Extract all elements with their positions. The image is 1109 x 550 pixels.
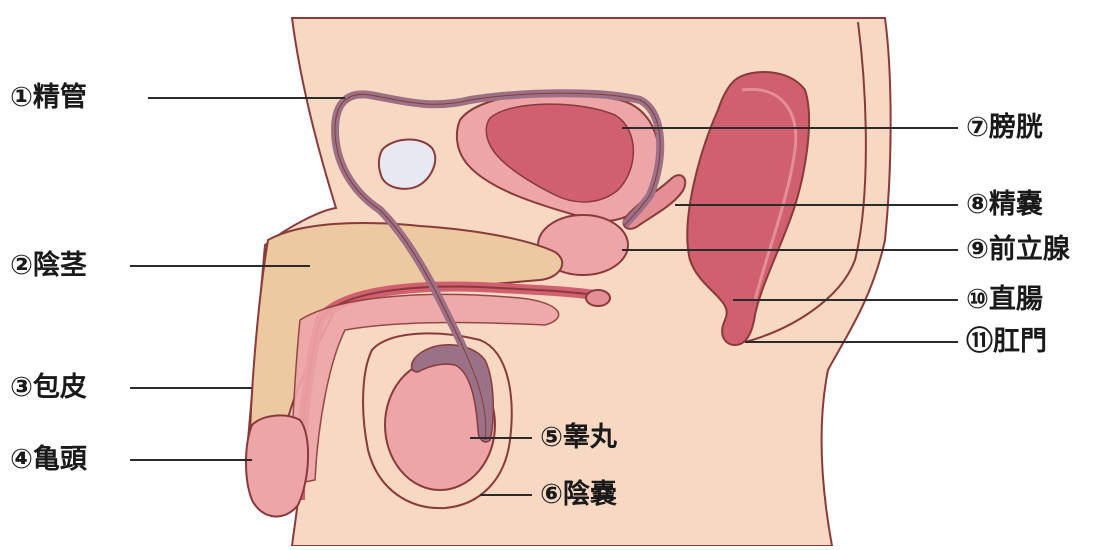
label-anus: ⑪肛門 (966, 328, 1047, 355)
glans-shape (246, 415, 308, 516)
label-bladder: ⑦膀胱 (966, 114, 1043, 141)
label-testis: ⑤睾丸 (540, 424, 617, 451)
label-vas-deferens: ①精管 (10, 84, 87, 111)
label-prostate: ⑨前立腺 (966, 236, 1070, 263)
label-foreskin: ③包皮 (10, 374, 87, 401)
label-glans: ④亀頭 (10, 446, 87, 473)
label-penis: ②陰茎 (10, 252, 87, 279)
label-rectum: ⑩直腸 (966, 286, 1043, 313)
label-seminal-vesicle: ⑧精嚢 (966, 191, 1043, 218)
label-scrotum: ⑥陰嚢 (540, 481, 617, 508)
bulb (586, 290, 610, 306)
